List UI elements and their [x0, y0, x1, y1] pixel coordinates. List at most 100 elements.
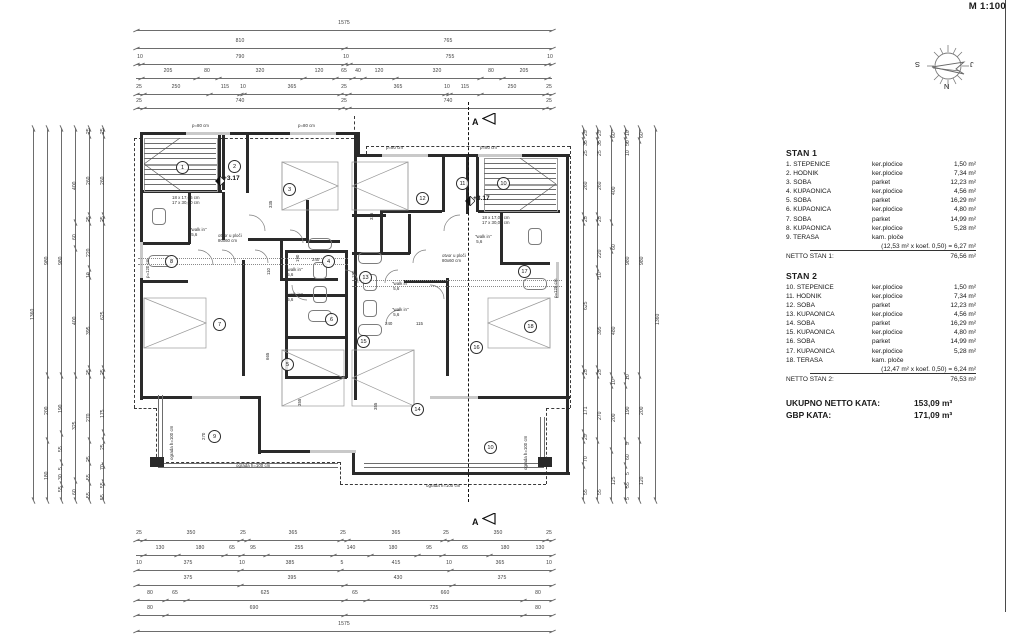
row-name: 14. SOBA — [786, 320, 815, 328]
walkin-note-6: "walk in" 5,6 — [475, 234, 492, 244]
dim-bot5-f: 80 — [535, 590, 541, 596]
stan2-koef: (12,47 m² x koef. 0,50) = 6,24 m² — [810, 366, 976, 375]
dim-bot3-g: 10 — [446, 560, 452, 566]
legend-row: 9. TERASA kam. ploče — [786, 233, 976, 242]
parapet-note-2: p=80 cm — [298, 123, 315, 128]
dim-bot3-a: 10 — [136, 560, 142, 566]
row-area: 4,80 m² — [953, 206, 976, 214]
terrace-railing-left — [150, 395, 340, 475]
slab-op-r2: 80x60 cm — [442, 257, 462, 263]
row-name: 10. STEPENICE — [786, 283, 834, 291]
legend-row: 4. KUPAONICA ker.ploćice 4,56 m² — [786, 187, 976, 196]
stan2-netto-value: 76,53 m² — [950, 375, 976, 383]
legend-row: 17. KUPAONICA ker.ploćice 5,28 m² — [786, 347, 976, 356]
stan1-block: STAN 1 1. STEPENICE ker.ploćice 1,50 m² … — [786, 148, 976, 260]
dim-top3-a: 10 — [137, 54, 143, 60]
walkin-note-2: "walk in" 5,6 — [286, 267, 303, 277]
row-material: ker.ploćice — [872, 161, 903, 168]
dim-top5-j: 250 — [507, 84, 517, 90]
slab-op-r1: otvor u ploči — [442, 253, 466, 258]
row-area: 5,28 m² — [953, 224, 976, 232]
walkin-note-5: "walk in" 5,6 — [392, 307, 409, 317]
dim-top4-i: 80 — [488, 68, 494, 74]
row-name: 8. KUPAONICA — [786, 224, 832, 232]
row-area: 14,99 m² — [950, 215, 976, 223]
dim-bot5-c: 625 — [260, 590, 270, 596]
legend-row: 10. STEPENICE ker.ploćice 1,50 m² — [786, 283, 976, 292]
row-area: 12,23 m² — [950, 302, 976, 310]
dim-bot3-i: 10 — [546, 560, 552, 566]
room-number-10: 10 — [484, 441, 497, 454]
legend-row: 13. KUPAONICA ker.ploćice 4,56 m² — [786, 310, 976, 319]
row-material: kam. ploče — [872, 233, 904, 241]
dim-top5-f: 25 — [341, 84, 347, 90]
floor-plan: p=80 cm p=80 cm p=80 cm p=80 cm p=120 cm… — [130, 102, 580, 520]
section-marker-top: A — [472, 112, 496, 130]
row-material: parket — [872, 320, 891, 328]
stair-note-right: 18 x 17,06 cm 17 x 30,00 cm — [482, 215, 510, 225]
dim-bot3-h: 365 — [495, 560, 505, 566]
dimension-chain-right: 25 35 25 260 25 625 25 171 25 70 55 25 3… — [0, 110, 700, 510]
legend-row: 8. KUPAONICA ker.ploćice 5,28 m² — [786, 224, 976, 233]
room-number-2: 2 — [228, 160, 241, 173]
dim-bot6-d: 80 — [535, 605, 541, 611]
dim-top5-k: 25 — [546, 84, 552, 90]
parapet-note-4: p=80 cm — [480, 145, 497, 150]
row-material: ker.ploćice — [872, 188, 903, 196]
row-area: 16,29 m² — [950, 197, 976, 205]
dim-top6-d: 740 — [443, 98, 453, 104]
row-area: 4,80 m² — [953, 329, 976, 337]
dim-top5-c: 115 — [220, 84, 230, 90]
section-label-a-top: A — [472, 117, 479, 127]
row-material: parket — [872, 302, 891, 310]
row-material: ker.ploćice — [872, 224, 903, 232]
dim-bot1-b: 350 — [186, 530, 196, 536]
legend-row: 5. SOBA parket 16,29 m² — [786, 196, 976, 205]
wc-icon — [313, 262, 327, 279]
dim-bot1-d: 365 — [288, 530, 298, 536]
sheet-border-right — [1005, 0, 1006, 612]
dim-bot3-f: 415 — [391, 560, 401, 566]
dim-115: 115 — [416, 321, 423, 326]
parapet-note-3: p=80 cm — [386, 145, 403, 150]
dim-top4-h: 320 — [432, 68, 442, 74]
row-material: ker.ploćice — [872, 347, 903, 355]
dim-bot2-a: 130 — [155, 545, 165, 551]
sink-icon — [523, 278, 547, 290]
dim-top-total: 1575 — [338, 20, 350, 26]
section-label-a-bottom: A — [472, 517, 479, 527]
wc-icon — [152, 208, 166, 225]
dim-240-left: 240 — [312, 257, 320, 262]
parapet-note-1: p=80 cm — [192, 123, 209, 128]
dim-top5-d: 10 — [240, 84, 246, 90]
stair-note-r1: 18 x 17,06 cm — [482, 215, 510, 220]
room-number-5: 5 — [281, 358, 294, 371]
room-number-7: 7 — [213, 318, 226, 331]
dim-top6-b: 740 — [235, 98, 245, 104]
slab-op-l1: otvor u ploči — [218, 233, 242, 238]
dim-top4-e: 65 — [341, 68, 347, 74]
room-number-18: 18 — [524, 320, 537, 333]
dim-bot6-a: 80 — [147, 605, 153, 611]
dim-top4-f: 40 — [355, 68, 361, 74]
stan2-netto: NETTO STAN 2: 76,53 m² — [786, 376, 976, 383]
dim-bot2-i: 65 — [462, 545, 468, 551]
totals-block: UKUPNO NETTO KATA: 153,09 m³ GBP KATA: 1… — [786, 397, 976, 421]
terrace-railing-right — [362, 417, 552, 477]
stair-note-l1: 18 x 17,06 cm — [172, 195, 200, 200]
dim-top4-g: 120 — [374, 68, 384, 74]
dim-bot1-a: 25 — [136, 530, 142, 536]
dim-bot1-c: 25 — [240, 530, 246, 536]
dim-bot2-g: 180 — [388, 545, 398, 551]
dim-bot3-c: 10 — [239, 560, 245, 566]
row-material: parket — [872, 179, 891, 187]
row-area: 7,34 m² — [953, 292, 976, 300]
staircase-right — [484, 158, 558, 212]
slab-opening-right: otvor u ploči 80x60 cm — [442, 253, 466, 263]
dim-bot2-d: 95 — [250, 545, 256, 551]
row-material: ker.ploćice — [872, 206, 903, 214]
dim-bot1-f: 365 — [391, 530, 401, 536]
dim-top5-e: 365 — [287, 84, 297, 90]
dimension-chain-top: 1575 810 765 10 790 10 755 10 205 80 320… — [0, 0, 620, 115]
room-number-3: 3 — [283, 183, 296, 196]
